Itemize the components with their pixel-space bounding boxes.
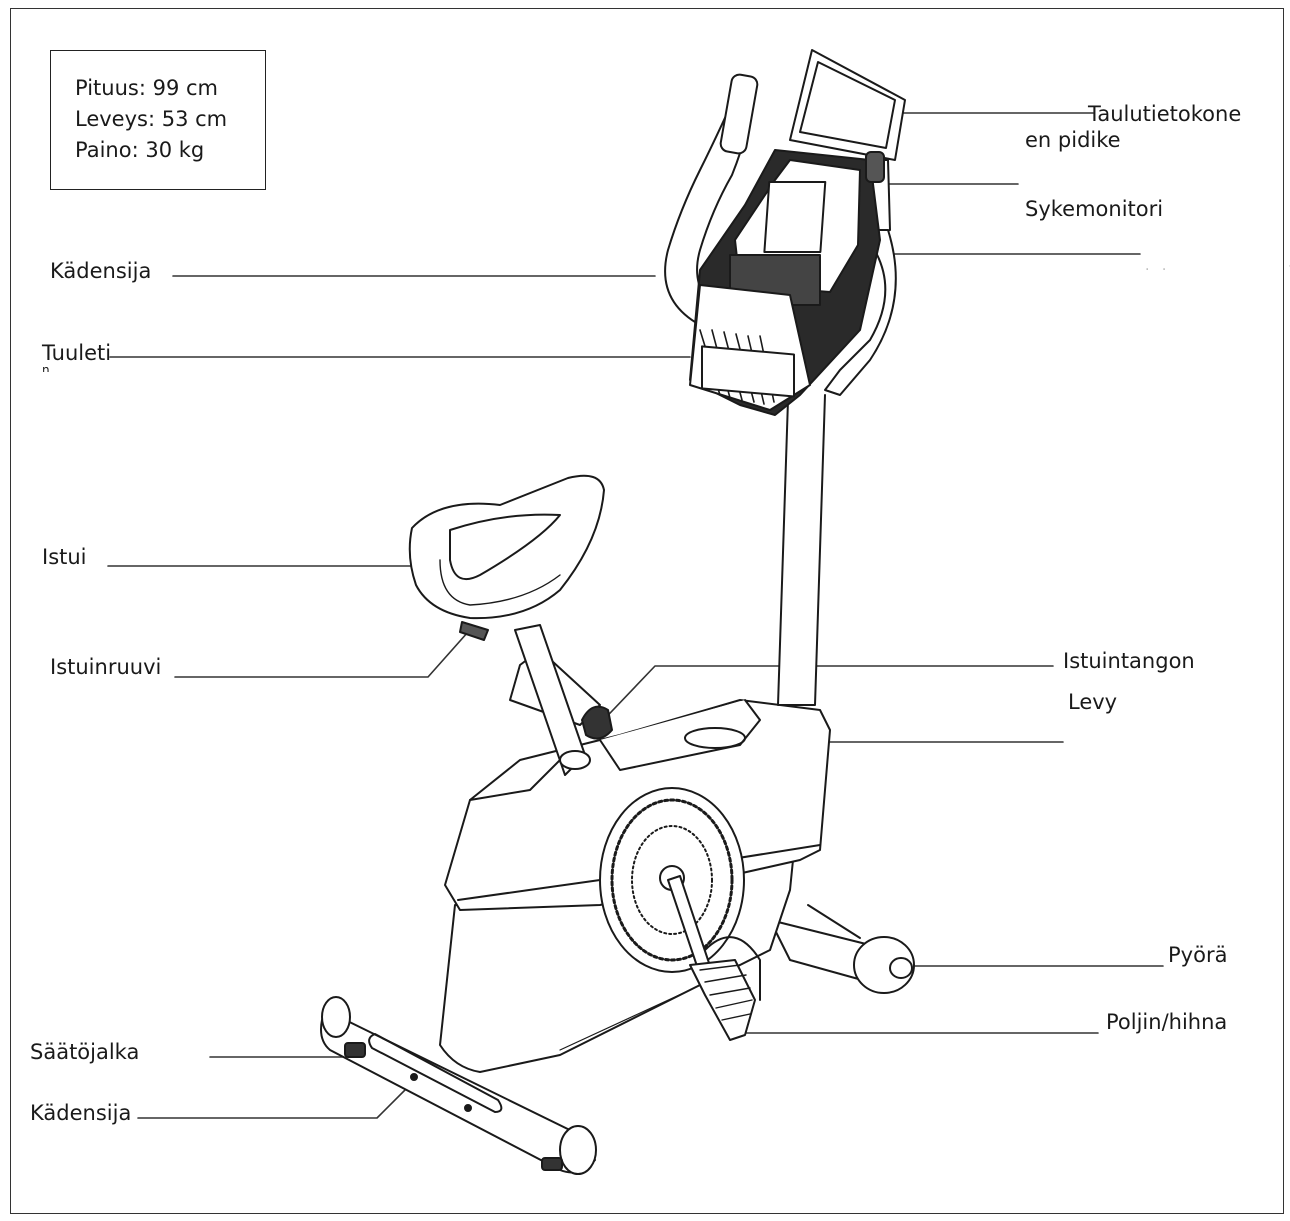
stabilizer-cap-right — [559, 1125, 597, 1175]
seat-knob — [581, 705, 613, 740]
seat-assembly — [408, 474, 613, 776]
crank-pedal — [559, 875, 761, 1051]
stabilizer-cap-left — [321, 996, 351, 1038]
seat — [408, 474, 605, 620]
label-pedal-strap: Poljin/hihna — [1106, 1010, 1228, 1034]
mast — [777, 394, 826, 706]
seat-screw — [459, 621, 489, 641]
label-leveling-foot: Säätöjalka — [30, 1040, 140, 1064]
wheel — [853, 936, 915, 994]
spec-box: Pituus: 99 cm Leveys: 53 cm Paino: 30 kg — [50, 50, 266, 190]
label-fan-cut: n — [42, 364, 50, 372]
drive-line — [559, 989, 691, 1051]
console-screen — [763, 181, 827, 253]
spec-weight: Paino: 30 kg — [75, 138, 205, 162]
front-stabilizer — [769, 904, 915, 994]
label-seatpost-line1: Istuintangon — [1063, 649, 1195, 673]
label-seat-screw: Istuinruuvi — [50, 655, 162, 679]
leader-handlebar-lower — [137, 1074, 421, 1119]
fan-cover — [701, 345, 795, 398]
leveling-foot-right — [541, 1157, 563, 1171]
spec-width: Leveys: 53 cm — [75, 107, 228, 131]
pedal — [689, 959, 756, 1041]
label-handlebar-lower: Kädensija — [30, 1101, 132, 1125]
svg-text:. . -: . . - — [1145, 258, 1290, 274]
label-seatpost-line2: Levy — [1068, 690, 1118, 714]
label-handlebar-upper: Kädensija — [50, 259, 152, 283]
heart-rate-sensor — [865, 151, 885, 183]
leveling-foot-left — [344, 1042, 366, 1058]
spec-length: Pituus: 99 cm — [75, 76, 218, 100]
label-seat: Istui — [42, 545, 87, 569]
leader-seat-screw — [174, 631, 469, 678]
leader-seatpost — [591, 665, 1054, 733]
label-tablet-holder-line1: Taulutietokone — [1088, 102, 1242, 126]
rear-stabilizer — [320, 996, 597, 1175]
diagram-frame — [10, 8, 1284, 1214]
pedal-strap — [704, 936, 761, 1001]
label-heart-rate-monitor: Sykemonitori — [1025, 197, 1164, 221]
shroud-top-pad — [684, 727, 746, 749]
console — [664, 49, 906, 416]
label-wheel: Pyörä — [1168, 943, 1228, 967]
label-tablet-holder-line2: en pidike — [1025, 128, 1121, 152]
stabilizer-slot — [368, 1033, 503, 1113]
label-fan: Tuuleti — [42, 341, 112, 365]
